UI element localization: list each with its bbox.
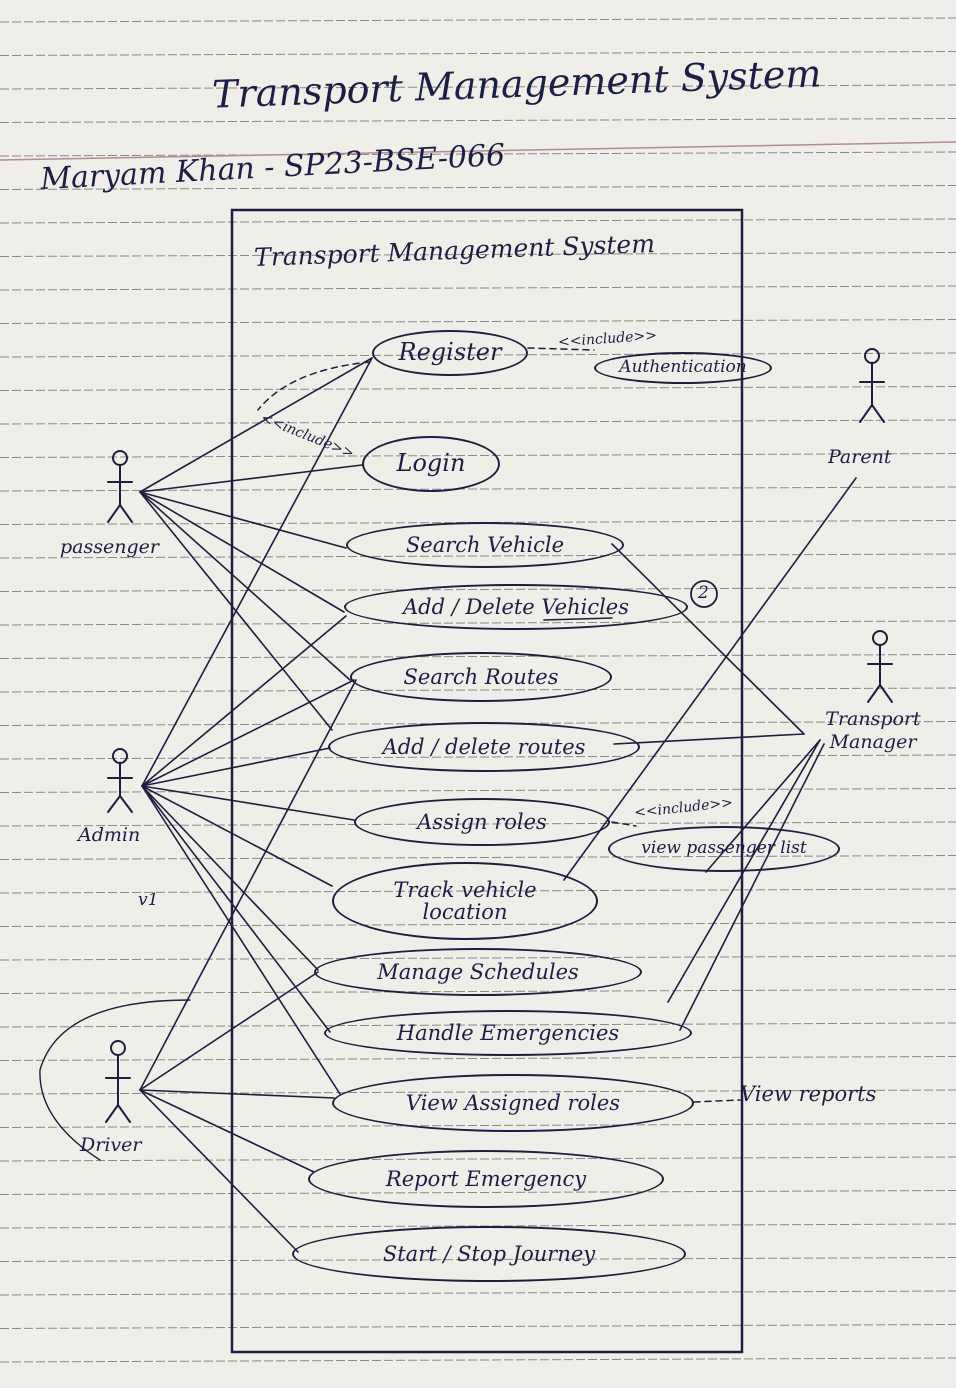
ruled-line [0,788,956,793]
ruled-line [0,587,956,592]
ruled-line [0,654,956,659]
usecase-view-passenger-list: view passenger list [608,826,840,872]
circled-number: 2 [698,583,709,603]
ruled-line [0,520,956,525]
ruled-line [0,1056,956,1061]
ruled-line [0,285,956,291]
usecase-start-stop-journey: Start / Stop Journey [292,1226,686,1282]
usecase-search-routes: Search Routes [350,652,612,702]
ruled-line [0,1156,956,1162]
usecase-search-vehicle: Search Vehicle [346,522,624,568]
passenger-associations [139,357,373,731]
ruled-line [0,319,956,324]
ruled-line [0,118,956,123]
ruled-line [0,252,956,257]
usecase-view-assigned-roles: View Assigned roles [332,1074,694,1132]
driver-associations [139,679,357,1253]
ruled-line [0,620,956,626]
margin-line [0,141,956,161]
ruled-line [0,754,956,760]
ruled-line [0,151,956,157]
ruled-line [0,1190,956,1195]
ruled-line [0,1089,956,1095]
ruled-line [0,1357,956,1363]
usecase-handle-emergencies: Handle Emergencies [324,1010,692,1056]
usecase-add-delete-routes: Add / delete routes [328,722,640,772]
actor-admin-label: Admin [78,824,141,846]
ruled-line [0,218,956,224]
ruled-line [0,84,956,90]
ruled-line [0,687,956,693]
ruled-line [0,1257,956,1262]
actor-parent-label: Parent [828,446,892,468]
transport-manager-actor-icon [867,630,893,703]
ruled-line [0,51,956,56]
ruled-line [0,1290,956,1296]
passenger-actor-icon [107,450,133,523]
usecase-report-emergency: Report Emergency [308,1150,664,1208]
driver-scribble-curve [39,999,191,1161]
ruled-line [0,1022,956,1028]
ruled-line [0,989,956,994]
system-boundary [230,208,744,1354]
usecase-assign-roles: Assign roles [354,798,610,846]
actor-passenger-label: passenger [60,536,159,558]
ruled-line [0,17,956,23]
ruled-line [0,955,956,961]
usecase-authentication: Authentication [594,352,772,384]
ruled-line [0,419,956,425]
ruled-line [0,1123,956,1128]
ruled-line [0,721,956,726]
usecase-manage-schedules: Manage Schedules [314,948,642,996]
circled-number-ring [690,580,718,608]
usecase-track-vehicle-location: Track vehicle location [332,862,598,940]
parent-actor-icon [859,348,885,423]
usecase-login: Login [362,436,500,492]
ruled-line [0,453,956,458]
ruled-line [0,1223,956,1229]
driver-actor-icon [105,1040,131,1123]
admin-actor-icon [107,748,133,813]
parent-association [563,477,857,881]
usecase-view-reports: View reports [740,1082,877,1106]
include-dashes [257,347,741,1103]
actor-transport-manager-label: Transport Manager [825,708,921,753]
ruled-line [0,1324,956,1329]
ruled-line [0,553,956,559]
ruled-line [0,888,956,894]
ruled-line [0,352,956,358]
actor-driver-label: Driver [80,1134,142,1156]
admin-note: v1 [138,890,159,910]
ruled-line [0,922,956,927]
ruled-line [0,386,956,391]
usecase-register: Register [372,330,528,376]
usecase-add-delete-vehicles: Add / Delete Vehicles [344,584,688,630]
ruled-line [0,185,956,190]
ruled-line [0,821,956,827]
